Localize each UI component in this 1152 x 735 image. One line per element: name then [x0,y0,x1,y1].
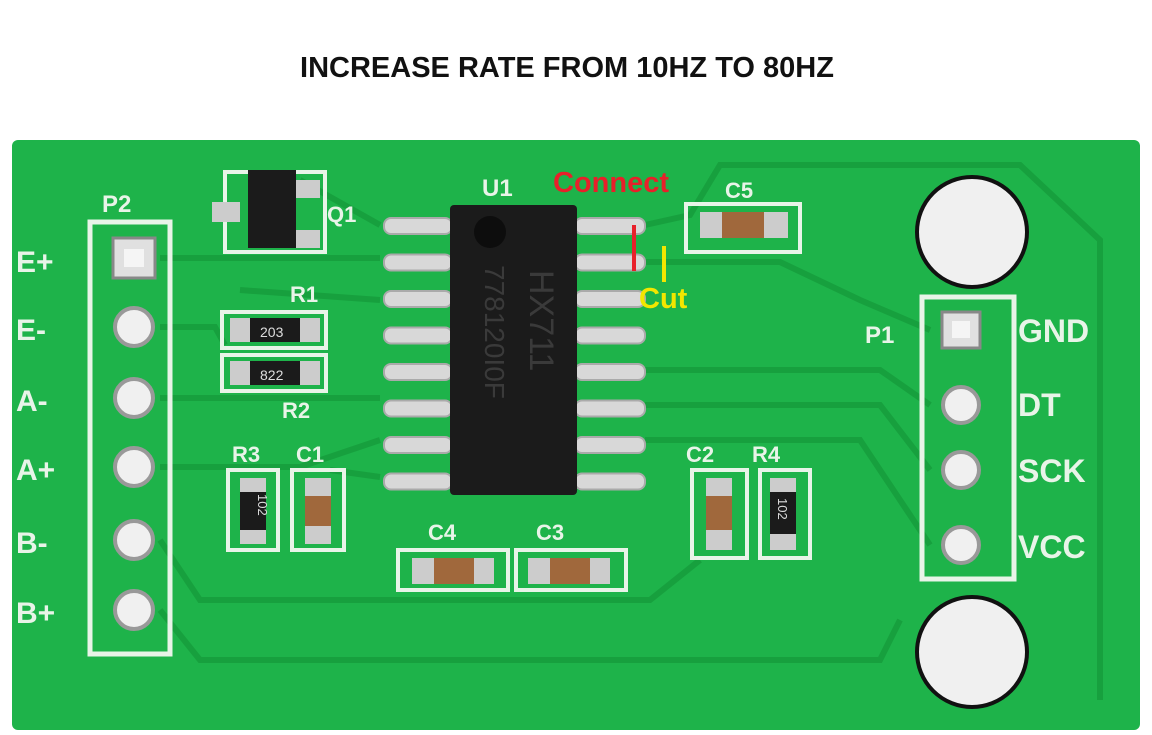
chip-pin [383,326,453,345]
svg-text:R1: R1 [290,282,318,307]
pcb-traces [157,162,1103,700]
pin-label: DT [1018,387,1061,423]
header-p2: P2 E+ E- A- A+ B- B+ [16,191,173,657]
chip-pin [383,253,453,272]
svg-text:Q1: Q1 [327,202,356,227]
pin-label: B+ [16,597,55,630]
svg-text:822: 822 [260,367,284,383]
chip-pin [574,326,646,345]
svg-text:C5: C5 [725,178,753,203]
pin-label: E+ [16,246,54,279]
svg-text:C4: C4 [428,520,457,545]
pin-label: A- [16,385,48,418]
svg-text:R2: R2 [282,398,310,423]
cut-label: Cut [639,283,688,315]
chip-pin [574,399,646,418]
pin-label: E- [16,314,46,347]
svg-text:R4: R4 [752,442,781,467]
svg-text:HX711: HX711 [522,270,560,371]
header-p1: P1 GND DT SCK VCC [865,294,1089,582]
svg-text:P1: P1 [865,322,894,349]
pin-label: SCK [1018,453,1086,489]
svg-text:C2: C2 [686,442,714,467]
components: Q1 R1 203 822 R2 R3 C1 102 C4 C3 C2 R4 1… [212,170,812,592]
page-title: INCREASE RATE FROM 10HZ TO 80HZ [300,52,834,84]
svg-text:102: 102 [775,498,790,520]
svg-text:R3: R3 [232,442,260,467]
svg-text:778120I0F: 778120I0F [479,265,510,399]
svg-text:102: 102 [255,494,270,516]
connect-label: Connect [553,167,669,199]
pin-label: GND [1018,313,1089,349]
chip-pin [383,472,453,491]
chip-pin [383,217,453,235]
chip-pin [383,290,453,308]
chip-pin [383,399,453,418]
pin-label: B- [16,527,48,560]
mounting-hole [915,595,1029,709]
chip-pin [574,363,646,381]
chip-pin [574,436,646,454]
svg-text:C3: C3 [536,520,564,545]
pin-label: VCC [1018,529,1086,565]
svg-text:P2: P2 [102,191,131,218]
mounting-hole [915,175,1029,289]
chip-pin [574,472,646,491]
svg-text:C1: C1 [296,442,324,467]
chip-pin [383,363,453,381]
svg-text:U1: U1 [482,175,513,202]
chip-pin [574,290,646,308]
annotations: Connect Cut [553,167,688,315]
hx711-chip: U1 HX711 778120I0F [383,175,646,495]
chip-pin [383,436,453,454]
pin-label: A+ [16,454,55,487]
svg-text:203: 203 [260,324,284,340]
